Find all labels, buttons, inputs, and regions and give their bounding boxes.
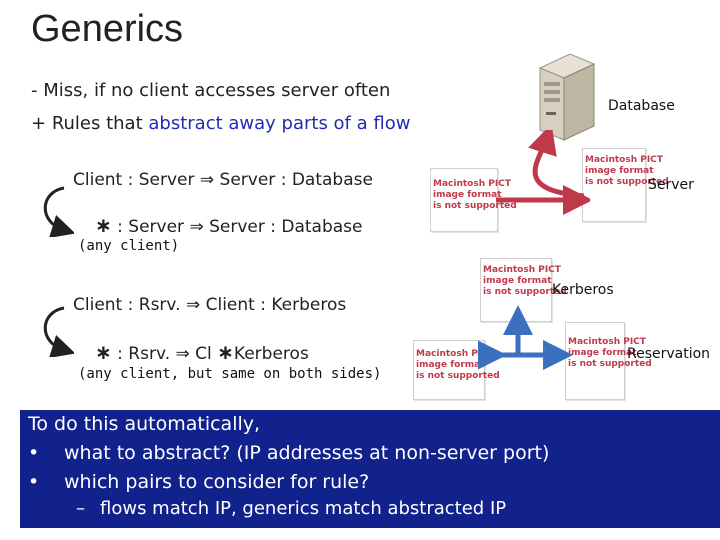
rule-2-abstract-end: Kerberos [233, 344, 309, 364]
summary-bullet: • [28, 471, 40, 493]
label-server: Server [648, 177, 694, 193]
wildcard-star: ∗ [95, 213, 112, 237]
rule-2-concrete: Client : Rsrv. ⇒ Client : Kerberos [73, 295, 347, 315]
pict-message: Macintosh PICT image format is not suppo… [433, 179, 517, 211]
rule-1-abstract: ∗ : Server ⇒ Server : Database [95, 213, 363, 237]
rule-1-concrete: Client : Server ⇒ Server : Database [73, 170, 373, 190]
curved-arrow-icon [43, 186, 74, 237]
summary-line-2: what to abstract? (IP addresses at non-s… [64, 442, 550, 464]
pict-kerberos: Macintosh PICT image format is not suppo… [480, 258, 567, 322]
pict-server: Macintosh PICT image format is not suppo… [582, 148, 669, 222]
red-arrow-icon [496, 130, 590, 215]
label-database: Database [608, 98, 675, 114]
rule-2-abstract: ∗ : Rsrv. ⇒ Cl ∗Kerberos [95, 340, 309, 364]
plus-text: Rules that [51, 113, 149, 134]
pict-message: Macintosh PICT image format is not suppo… [483, 265, 567, 297]
pict-client-2: Macintosh PICT image format is not suppo… [413, 340, 500, 400]
rule-2-note: (any client, but same on both sides) [78, 366, 382, 382]
label-kerberos: Kerberos [552, 282, 614, 298]
label-reservation: Reservation [627, 346, 711, 362]
minus-text: Miss, if no client accesses server often [43, 80, 391, 101]
pict-message: Macintosh PICT image format is not suppo… [585, 155, 669, 187]
rule-2-abstract-mid: : Rsrv. ⇒ Cl [111, 344, 212, 364]
summary-line-3: which pairs to consider for rule? [64, 471, 370, 493]
wildcard-star: ∗ [217, 340, 234, 364]
curved-arrow-icon [43, 306, 74, 357]
rule-1-note: (any client) [78, 238, 180, 254]
server-tower-icon [538, 53, 596, 141]
summary-line-4: flows match IP, generics match abstracte… [100, 498, 507, 519]
summary-dash: – [76, 498, 85, 519]
blue-arrow-icon [478, 305, 573, 370]
wildcard-star: ∗ [95, 340, 112, 364]
summary-line-1: To do this automatically, [28, 413, 261, 435]
summary-bullet: • [28, 442, 40, 464]
rule-1-abstract-text: : Server ⇒ Server : Database [111, 217, 363, 237]
pict-reservation: Macintosh PICT image format is not suppo… [565, 322, 652, 400]
minus-bullet: - Miss, if no client accesses server oft… [31, 80, 390, 101]
plus-bullet: + Rules that abstract away parts of a fl… [31, 113, 410, 134]
summary-box: To do this automatically, • what to abst… [20, 410, 720, 528]
plus-prefix: + [31, 113, 52, 134]
minus-prefix: - [31, 80, 44, 101]
slide-title: Generics [31, 8, 184, 50]
pict-client-1: Macintosh PICT image format is not suppo… [430, 168, 517, 232]
plus-highlight: abstract away parts of a flow [148, 113, 411, 134]
